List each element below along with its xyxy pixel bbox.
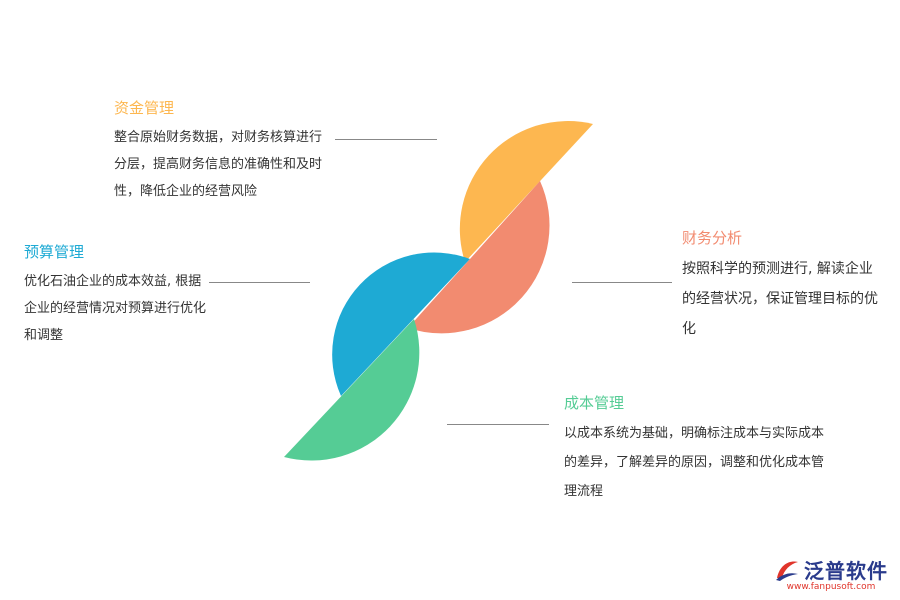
logo-name: 泛普软件 <box>804 559 888 583</box>
block-yusuan: 预算管理 优化石油企业的成本效益, 根据企业的经营情况对预算进行优化和调整 <box>24 242 209 349</box>
title-yusuan: 预算管理 <box>24 243 85 261</box>
block-zijin: 资金管理 整合原始财务数据，对财务核算进行分层，提高财务信息的准确性和及时性，降… <box>114 98 329 205</box>
brand-logo: 泛普软件 www.fanpusoft.com <box>774 555 888 592</box>
desc-zijin: 整合原始财务数据，对财务核算进行分层，提高财务信息的准确性和及时性，降低企业的经… <box>114 130 323 199</box>
connector-yusuan <box>209 282 310 283</box>
logo-url: www.fanpusoft.com <box>786 582 876 592</box>
block-caiwu: 财务分析 按照科学的预测进行, 解读企业的经营状况，保证管理目标的优化 <box>682 228 878 344</box>
title-caiwu: 财务分析 <box>682 229 743 247</box>
petal-chengben <box>284 319 420 461</box>
fanpu-logo-icon <box>776 561 798 581</box>
petal-zijin <box>459 121 593 262</box>
title-chengben: 成本管理 <box>564 394 625 412</box>
desc-yusuan: 优化石油企业的成本效益, 根据企业的经营情况对预算进行优化和调整 <box>24 274 207 343</box>
connector-chengben <box>447 424 549 425</box>
connector-zijin <box>335 139 437 140</box>
desc-chengben: 以成本系统为基础，明确标注成本与实际成本的差异，了解差异的原因，调整和优化成本管… <box>564 426 825 499</box>
desc-caiwu: 按照科学的预测进行, 解读企业的经营状况，保证管理目标的优化 <box>682 261 878 337</box>
petal-yusuan <box>332 252 470 396</box>
title-zijin: 资金管理 <box>114 99 175 117</box>
block-chengben: 成本管理 以成本系统为基础，明确标注成本与实际成本的差异，了解差异的原因，调整和… <box>564 393 834 506</box>
connector-caiwu <box>572 282 672 283</box>
petal-caiwu <box>408 181 550 334</box>
